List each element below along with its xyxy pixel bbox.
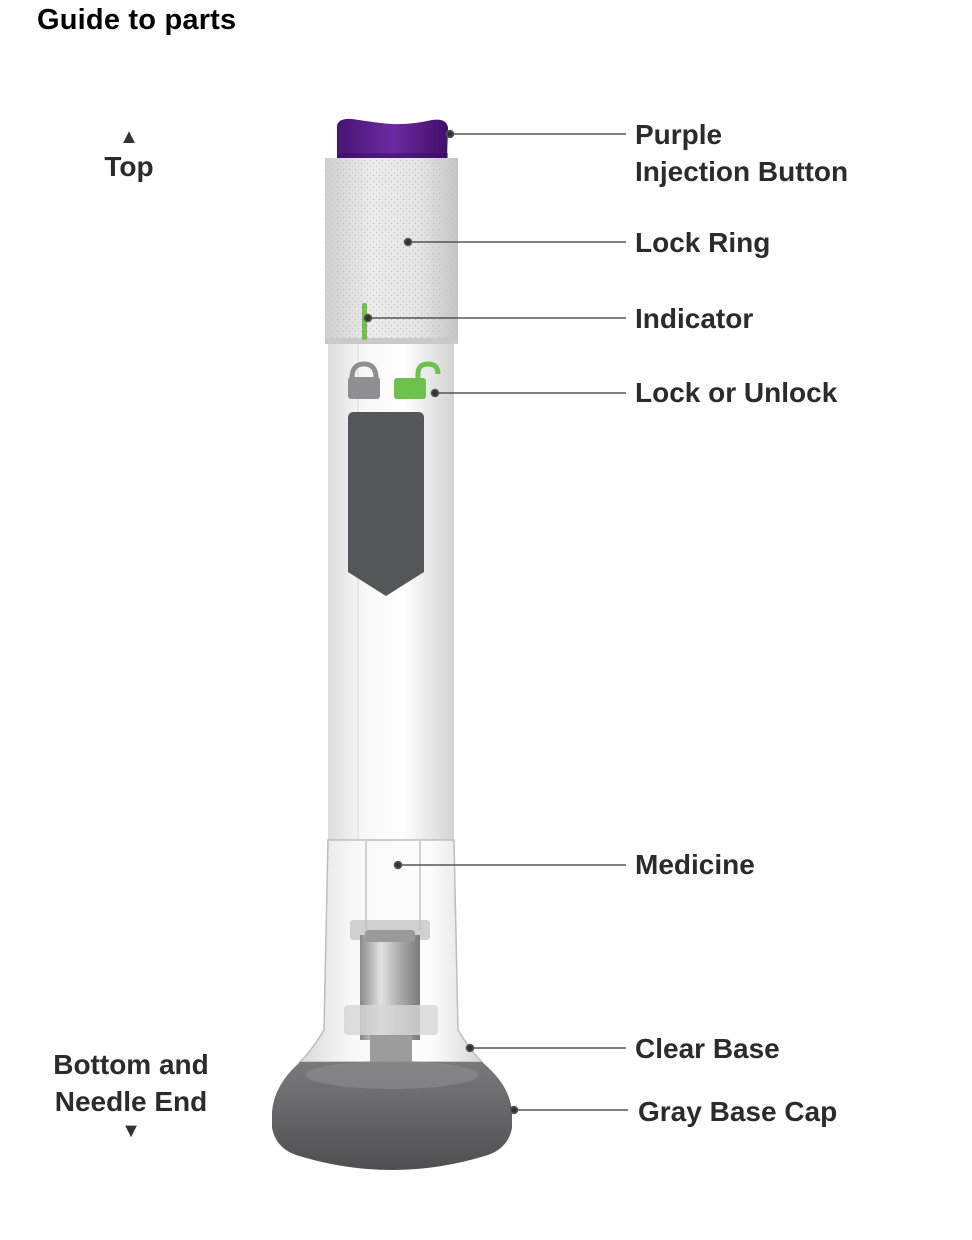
indicator-mark — [362, 303, 367, 340]
down-arrow-icon: ▼ — [121, 1120, 141, 1142]
top-label: Top — [104, 151, 154, 182]
top-direction: ▲ Top — [88, 126, 170, 185]
bottom-label-line1: Bottom and — [53, 1049, 209, 1080]
label-purple-injection-button: Purple Injection Button — [635, 119, 849, 187]
purple-injection-button — [337, 118, 448, 158]
up-arrow-icon: ▲ — [119, 126, 139, 148]
label-lock-ring: Lock Ring — [635, 227, 771, 258]
bottom-label-line2: Needle End — [54, 1086, 208, 1117]
internal-plunger — [344, 920, 438, 1070]
page-title: Guide to parts — [37, 4, 237, 36]
gray-base-cap — [272, 1061, 512, 1170]
unlock-icon — [394, 361, 441, 399]
bottom-direction: Bottom and Needle End ▼ — [36, 1046, 226, 1142]
lock-ring — [325, 158, 458, 344]
label-lock-or-unlock: Lock or Unlock — [635, 377, 838, 408]
viewing-window — [348, 412, 424, 596]
leader-lines — [363, 129, 628, 1115]
label-indicator: Indicator — [635, 303, 754, 334]
label-medicine: Medicine — [635, 849, 755, 880]
label-clear-base: Clear Base — [635, 1033, 780, 1064]
label-gray-base-cap: Gray Base Cap — [638, 1096, 838, 1127]
lock-icon — [348, 361, 380, 399]
